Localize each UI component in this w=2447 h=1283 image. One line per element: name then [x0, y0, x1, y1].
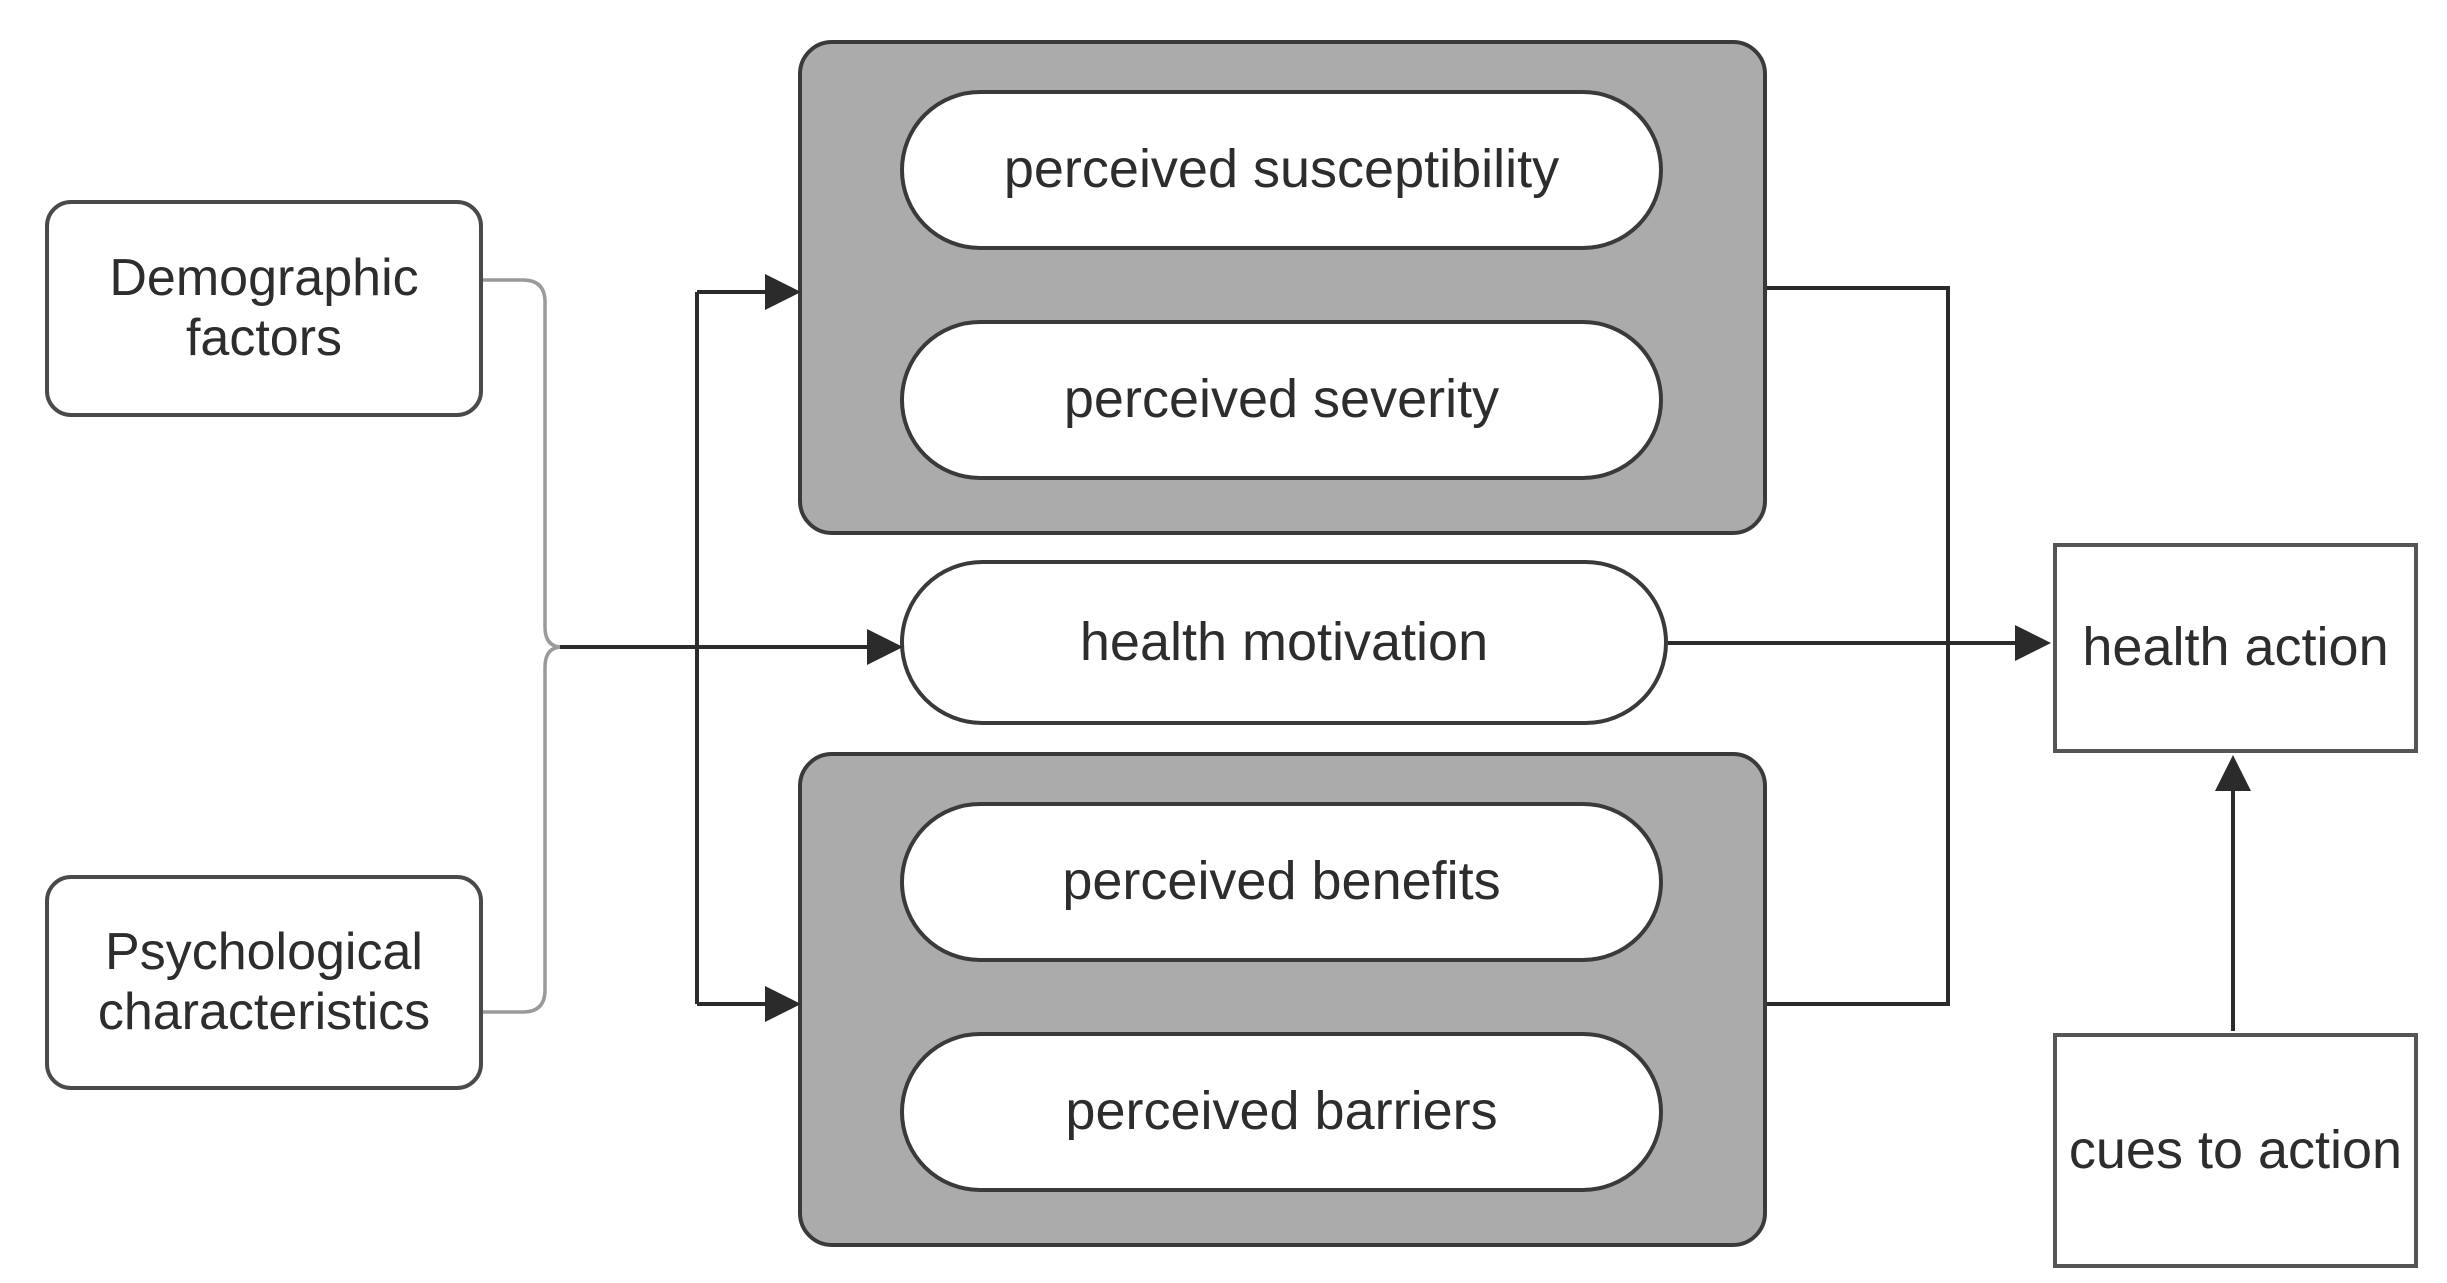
arrowhead-up-into-action	[2215, 755, 2251, 791]
node-perceived-severity: perceived severity	[900, 320, 1663, 480]
edge-psychological-to-junction	[483, 645, 563, 1014]
node-psychological-characteristics-line2: characteristics	[97, 982, 431, 1041]
node-perceived-susceptibility-label: perceived susceptibility	[1003, 139, 1560, 200]
node-perceived-barriers: perceived barriers	[900, 1032, 1663, 1192]
node-perceived-severity-label: perceived severity	[1063, 369, 1500, 430]
node-cues-to-action: cues to action	[2053, 1033, 2418, 1268]
node-demographic-factors: Demographic factors	[45, 200, 483, 417]
node-health-action: health action	[2053, 543, 2418, 753]
node-perceived-susceptibility: perceived susceptibility	[900, 90, 1663, 250]
node-health-action-label: health action	[2082, 617, 2389, 678]
arrowhead-into-action	[2015, 625, 2051, 661]
node-health-motivation-label: health motivation	[1079, 611, 1489, 672]
node-perceived-benefits: perceived benefits	[900, 802, 1663, 962]
node-psychological-characteristics-line1: Psychological	[105, 923, 423, 982]
node-demographic-factors-line2: factors	[185, 308, 343, 367]
node-health-motivation: health motivation	[900, 560, 1668, 725]
container-output-bus	[1767, 286, 1950, 1006]
node-cues-to-action-label: cues to action	[2068, 1119, 2403, 1180]
node-perceived-barriers-label: perceived barriers	[1065, 1081, 1498, 1142]
arrowhead-into-threats-container	[765, 274, 801, 310]
node-perceived-benefits-label: perceived benefits	[1062, 851, 1501, 912]
node-psychological-characteristics: Psychological characteristics	[45, 875, 483, 1090]
arrowhead-into-motivation	[867, 629, 903, 665]
node-demographic-factors-line1: Demographic	[109, 249, 419, 308]
arrowhead-into-benefits-container	[765, 986, 801, 1022]
edge-demographic-to-junction	[483, 278, 563, 649]
